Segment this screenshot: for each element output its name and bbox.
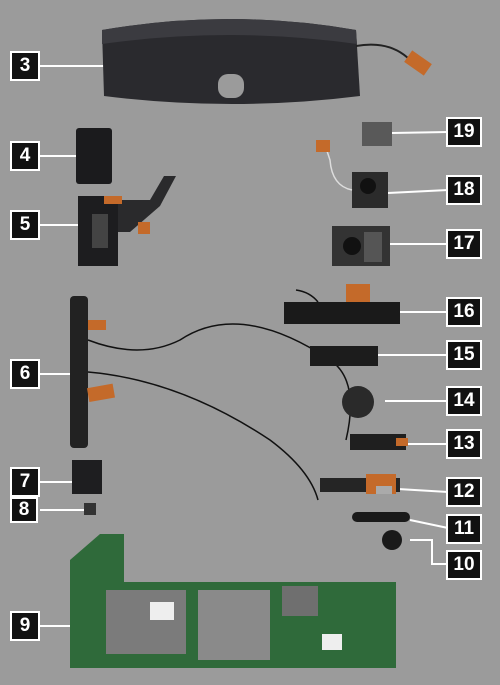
speaker-module-part xyxy=(310,346,378,366)
audio-jack-part xyxy=(332,226,390,266)
usb-board-part xyxy=(320,474,400,494)
callout-4: 4 xyxy=(10,141,40,171)
callout-5: 5 xyxy=(10,210,40,240)
small-clip-part xyxy=(84,503,96,515)
callout-10: 10 xyxy=(446,550,482,580)
callout-17: 17 xyxy=(446,229,482,259)
callout-3: 3 xyxy=(10,51,40,81)
callout-15: 15 xyxy=(446,340,482,370)
callout-7: 7 xyxy=(10,467,40,497)
callout-19: 19 xyxy=(446,117,482,147)
power-button-part xyxy=(316,140,388,208)
callout-8: 8 xyxy=(10,497,38,523)
callout-13: 13 xyxy=(446,429,482,459)
callout-11: 11 xyxy=(446,514,482,544)
coin-speaker-part xyxy=(342,386,374,418)
vibration-motor-part xyxy=(382,530,402,550)
small-connector-part xyxy=(362,122,392,146)
speaker-cover-part xyxy=(76,128,112,184)
bracket-part xyxy=(72,460,102,494)
callout-12: 12 xyxy=(446,477,482,507)
callout-9: 9 xyxy=(10,611,40,641)
back-cover-part xyxy=(102,19,432,104)
mainboard-part xyxy=(70,534,396,668)
flex-cable-part xyxy=(350,434,408,450)
camera-module-part xyxy=(78,176,176,266)
antenna-module-part xyxy=(284,284,400,324)
callout-6: 6 xyxy=(10,359,40,389)
antenna-bar-part xyxy=(352,512,410,522)
callout-16: 16 xyxy=(446,297,482,327)
callout-14: 14 xyxy=(446,386,482,416)
callout-18: 18 xyxy=(446,175,482,205)
side-frame-part xyxy=(70,296,350,500)
